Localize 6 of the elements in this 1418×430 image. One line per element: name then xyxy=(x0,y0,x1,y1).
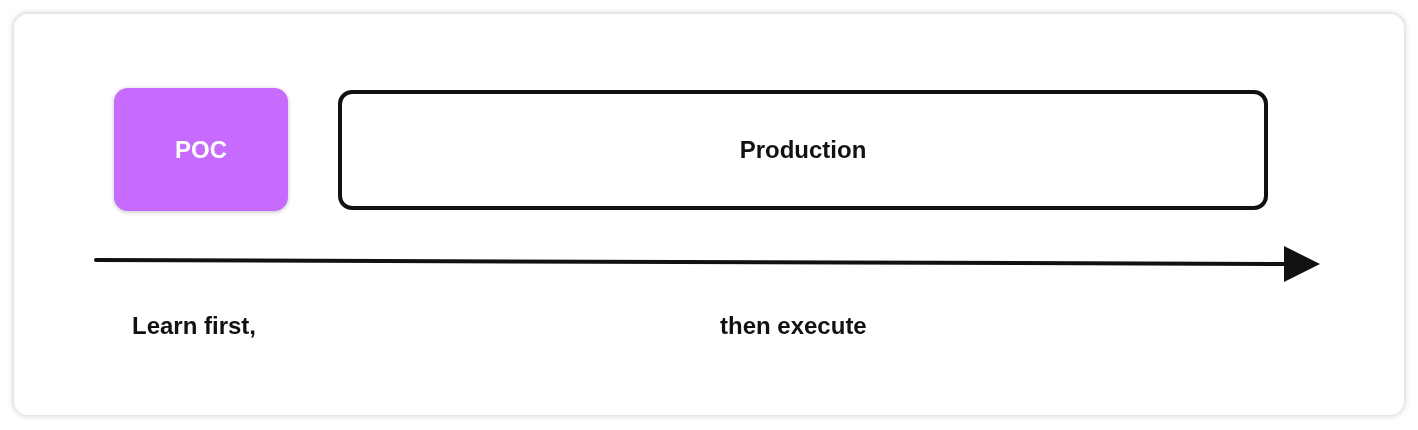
timeline-caption: then execute xyxy=(720,312,867,340)
phase-box xyxy=(338,90,1268,210)
phase-box xyxy=(114,88,288,211)
phase-label: Production xyxy=(739,136,867,164)
phase-label: POC xyxy=(175,135,227,164)
timeline-caption: Learn first, xyxy=(132,312,257,340)
